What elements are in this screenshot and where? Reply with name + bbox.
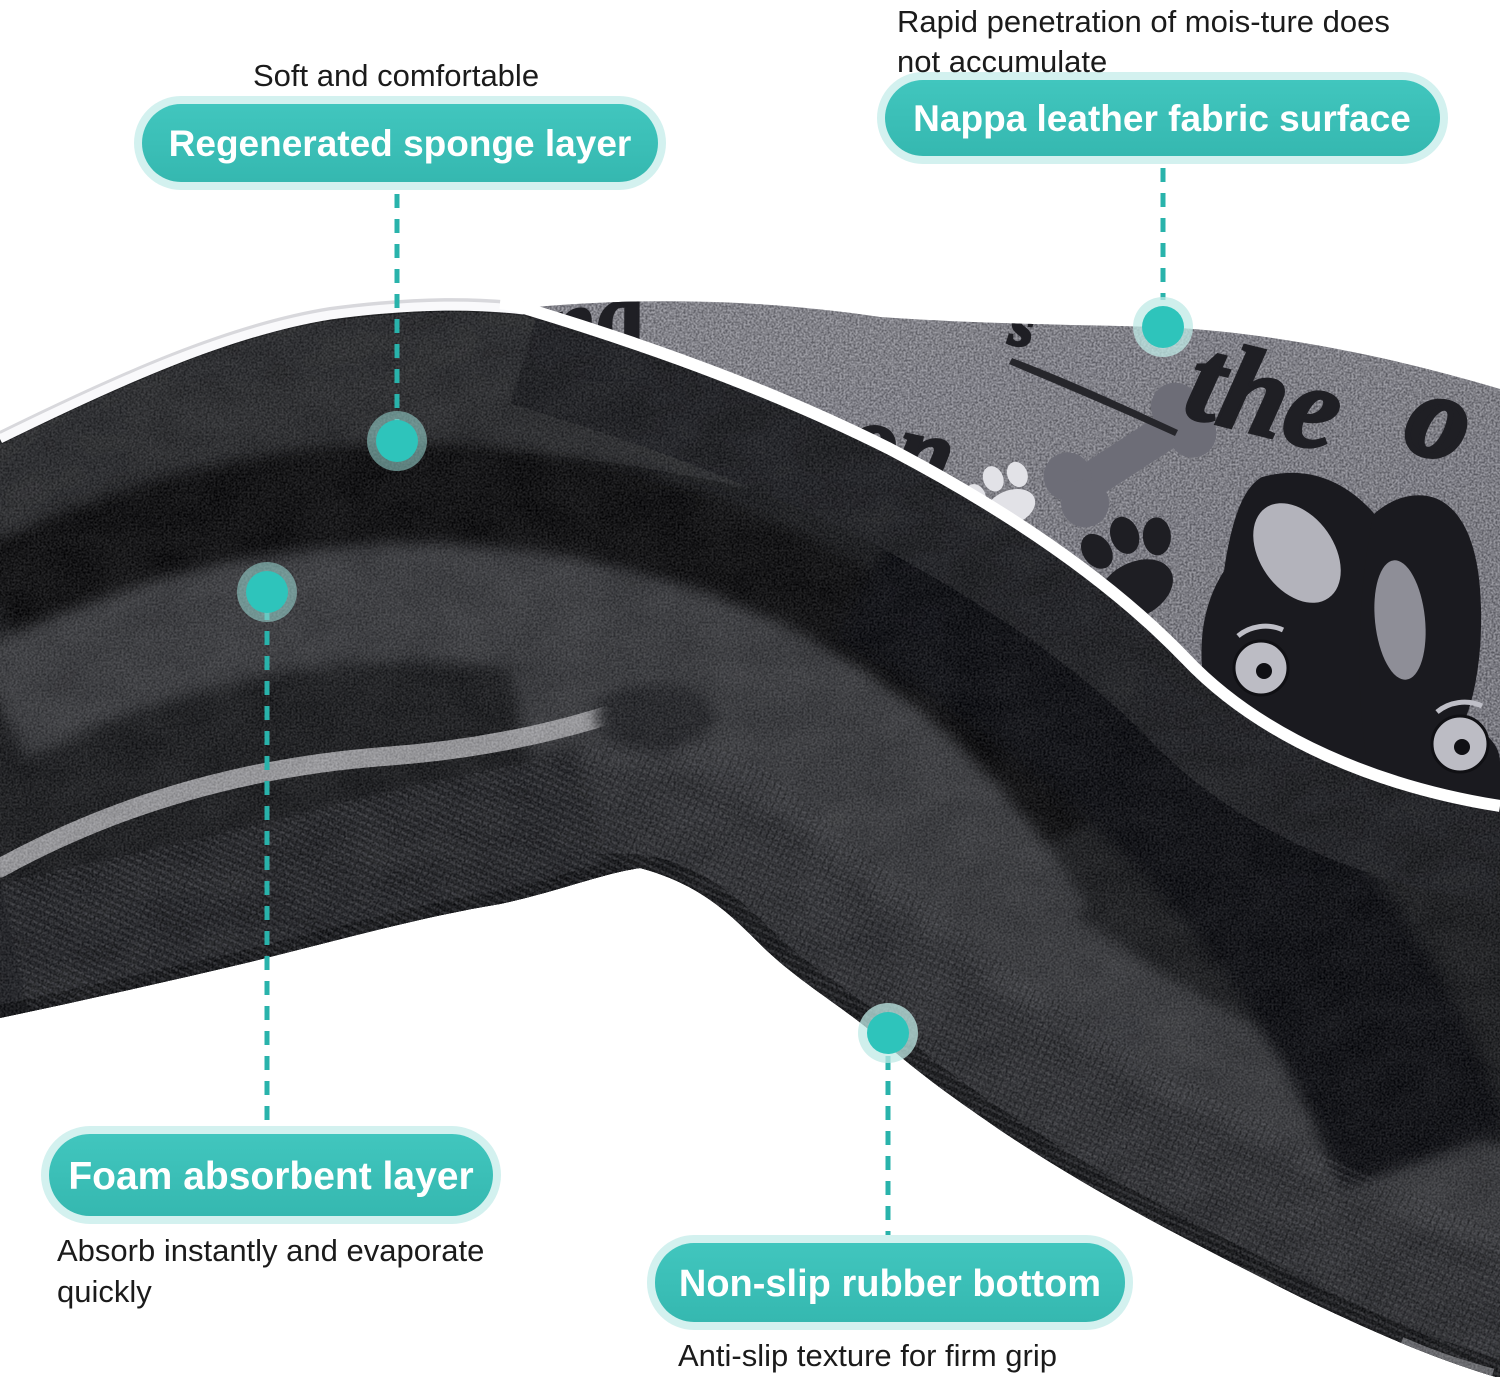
- svg-text:Anti-slip texture for firm gri: Anti-slip texture for firm grip: [678, 1338, 1057, 1373]
- svg-text:Rapid penetration of mois-ture: Rapid penetration of mois-ture does: [897, 4, 1390, 39]
- svg-text:Regenerated sponge layer: Regenerated sponge layer: [169, 123, 632, 164]
- svg-text:Foam absorbent layer: Foam absorbent layer: [68, 1155, 473, 1198]
- svg-text:not accumulate: not accumulate: [897, 44, 1107, 79]
- svg-text:Soft and comfortable: Soft and comfortable: [253, 58, 539, 93]
- svg-text:quickly: quickly: [57, 1274, 152, 1309]
- svg-text:Absorb instantly and evaporate: Absorb instantly and evaporate: [57, 1233, 484, 1268]
- svg-text:Nappa leather fabric surface: Nappa leather fabric surface: [913, 98, 1411, 139]
- svg-text:Non-slip rubber bottom: Non-slip rubber bottom: [679, 1263, 1101, 1305]
